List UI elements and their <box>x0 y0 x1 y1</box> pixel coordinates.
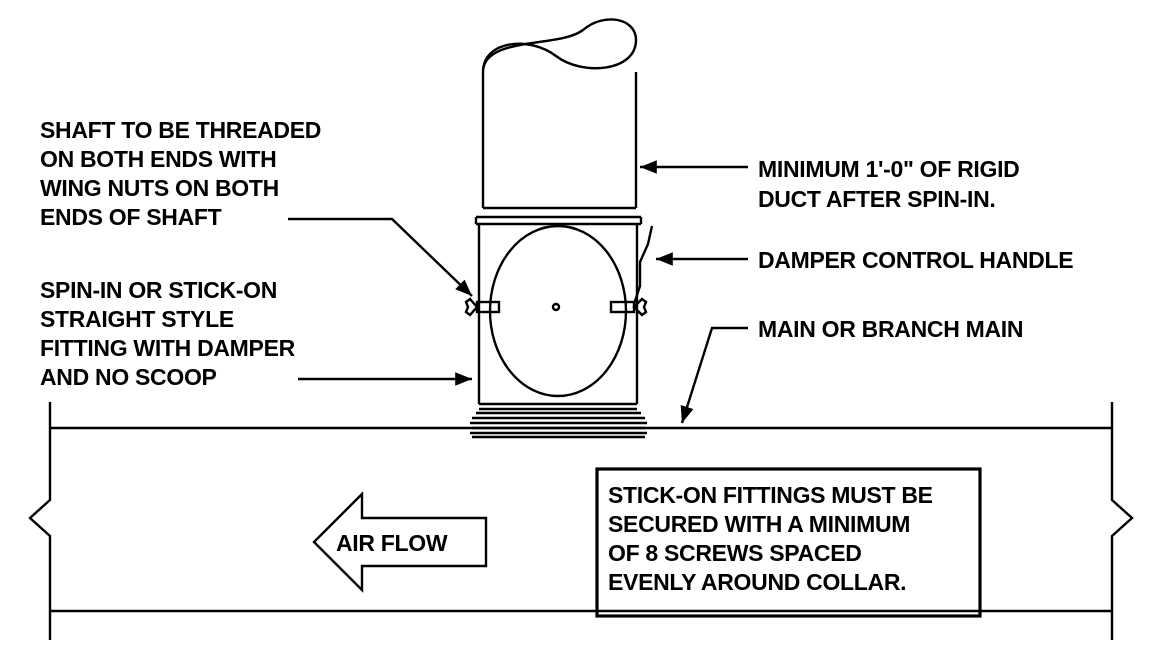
fitting-note-line-3: FITTING WITH DAMPER <box>40 335 296 361</box>
stick-on-note-line-3: OF 8 SCREWS SPACED <box>608 540 862 566</box>
main-branch-label: MAIN OR BRANCH MAIN <box>758 316 1023 342</box>
shaft-note-line-3: WING NUTS ON BOTH <box>40 175 279 201</box>
min-duct-note: MINIMUM 1'-0" OF RIGID DUCT AFTER SPIN-I… <box>758 156 1020 212</box>
stick-on-note-line-1: STICK-ON FITTINGS MUST BE <box>608 482 933 508</box>
fitting-note-line-1: SPIN-IN OR STICK-ON <box>40 277 277 303</box>
shaft-note-line-2: ON BOTH ENDS WITH <box>40 146 276 172</box>
fitting-note: SPIN-IN OR STICK-ON STRAIGHT STYLE FITTI… <box>40 277 296 390</box>
min-duct-note-line-2: DUCT AFTER SPIN-IN. <box>758 186 996 212</box>
damper-handle-label: DAMPER CONTROL HANDLE <box>758 247 1073 273</box>
pipe-break-symbol <box>481 18 638 73</box>
shaft-note-line-4: ENDS OF SHAFT <box>40 204 222 230</box>
air-flow-arrow: AIR FLOW <box>312 491 488 593</box>
damper-shaft-center <box>551 302 561 312</box>
fitting-note-line-4: AND NO SCOOP <box>40 364 217 390</box>
break-line-left <box>28 402 52 640</box>
leader-main <box>680 326 748 424</box>
shaft-note: SHAFT TO BE THREADED ON BOTH ENDS WITH W… <box>40 117 321 230</box>
right-wing-nut-icon <box>609 297 648 317</box>
shaft-note-line-1: SHAFT TO BE THREADED <box>40 117 321 143</box>
damper-blade <box>488 224 628 398</box>
air-flow-label: AIR FLOW <box>336 530 448 556</box>
damper-control-handle <box>632 225 654 305</box>
leader-shaft <box>288 217 473 297</box>
stick-on-note-box: STICK-ON FITTINGS MUST BE SECURED WITH A… <box>595 467 982 618</box>
left-wing-nut-icon <box>464 297 501 317</box>
stick-on-note-line-2: SECURED WITH A MINIMUM <box>608 511 910 537</box>
spin-in-fitting <box>470 18 647 439</box>
stick-on-note-line-4: EVENLY AROUND COLLAR. <box>608 569 906 595</box>
fitting-note-line-2: STRAIGHT STYLE <box>40 306 234 332</box>
min-duct-note-line-1: MINIMUM 1'-0" OF RIGID <box>758 156 1020 182</box>
break-line-right <box>1110 402 1134 640</box>
